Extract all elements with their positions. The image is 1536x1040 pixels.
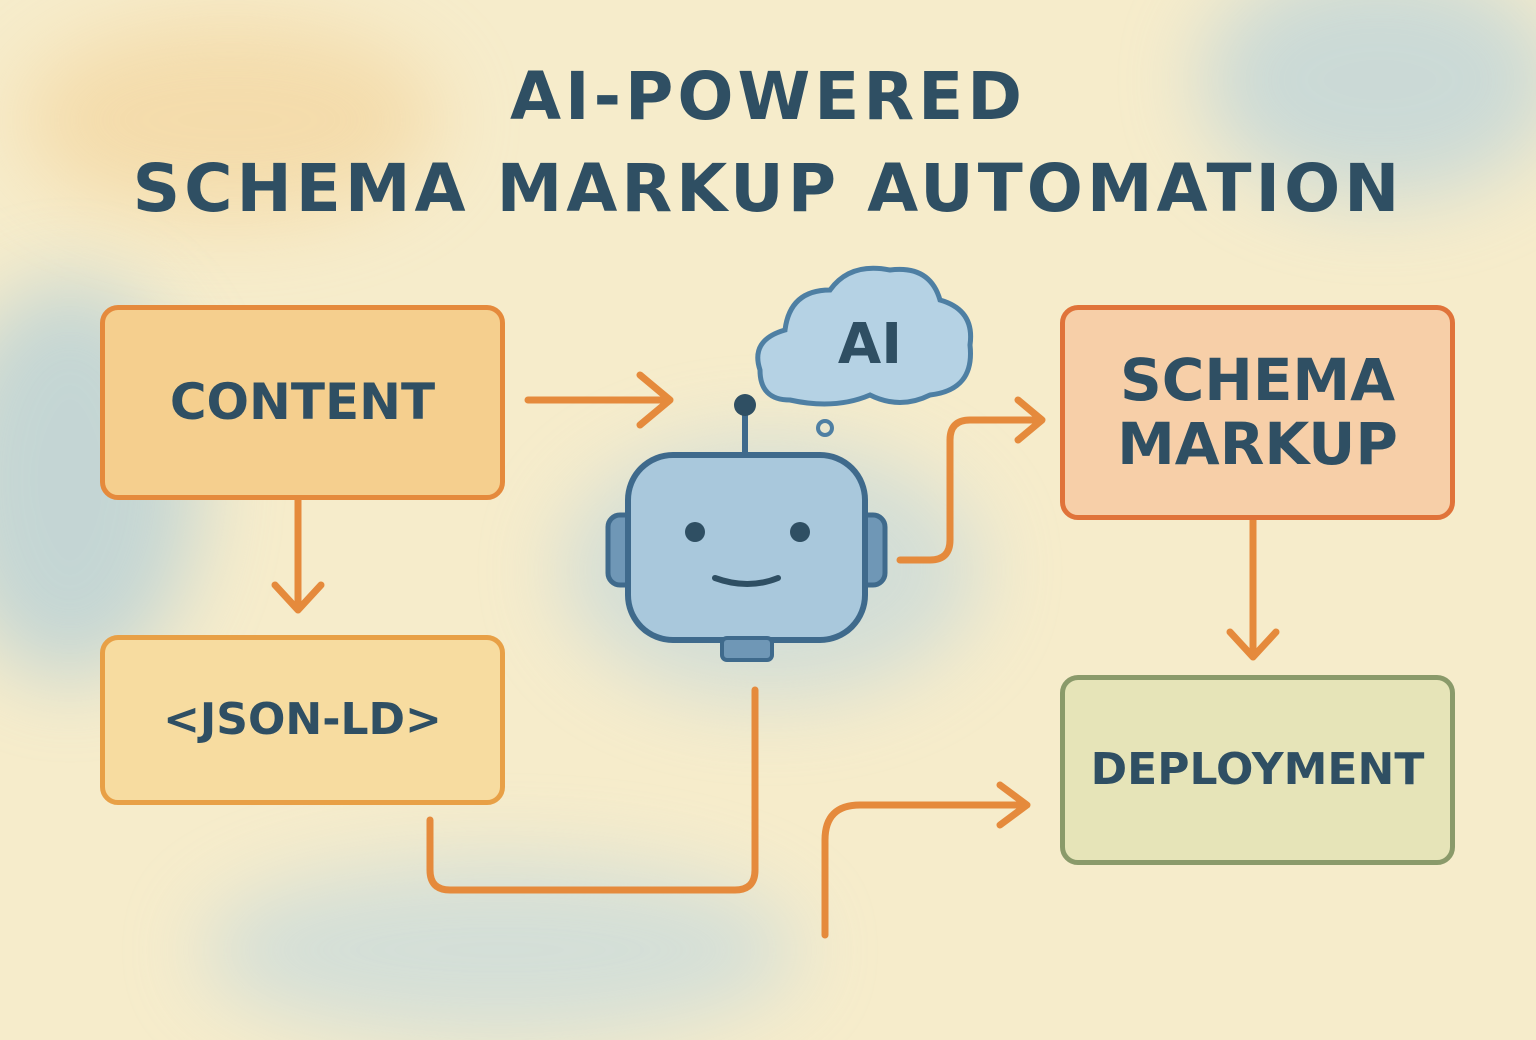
arrow-schema-to-deployment [1226, 516, 1280, 661]
watercolor-wash [20, 20, 440, 220]
robot-icon [605, 394, 888, 662]
jsonld-label: <JSON-LD> [163, 693, 442, 745]
deployment-node: DEPLOYMENT [1060, 675, 1455, 865]
schema-markup-node: SCHEMA MARKUP [1060, 305, 1455, 520]
arrow-jsonld-to-robot [426, 686, 759, 894]
content-node: CONTENT [100, 305, 505, 500]
arrow-content-to-ai [524, 371, 674, 429]
ai-cloud-label: AI [837, 312, 903, 377]
arrow-to-deployment [821, 781, 1031, 939]
arrow-robot-to-schema [896, 396, 1046, 564]
title-line-1: AI-POWERED [509, 58, 1027, 135]
cloud-icon [755, 265, 974, 407]
arrow-content-to-jsonld [271, 491, 325, 614]
jsonld-node: <JSON-LD> [100, 635, 505, 805]
deployment-label: DEPLOYMENT [1090, 743, 1425, 795]
title-line-2: SCHEMA MARKUP AUTOMATION [132, 150, 1404, 227]
schema-markup-label: SCHEMA MARKUP [1117, 345, 1398, 478]
watercolor-wash [1200, 0, 1536, 200]
content-label: CONTENT [169, 373, 436, 431]
